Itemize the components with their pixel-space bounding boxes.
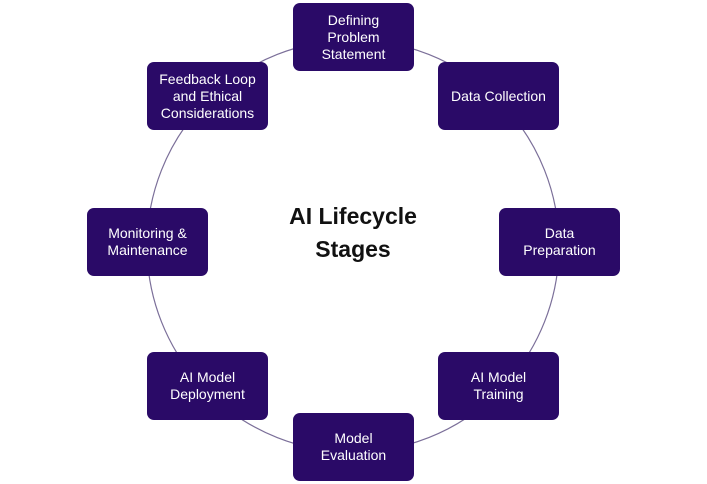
stage-defining-problem-statement: Defining Problem Statement <box>293 3 414 71</box>
stage-data-collection: Data Collection <box>438 62 559 130</box>
stage-ai-model-training: AI Model Training <box>438 352 559 420</box>
stage-monitoring-maintenance: Monitoring & Maintenance <box>87 208 208 276</box>
stage-ai-model-deployment: AI Model Deployment <box>147 352 268 420</box>
stage-feedback-loop-ethical: Feedback Loop and Ethical Considerations <box>147 62 268 130</box>
stage-data-preparation: Data Preparation <box>499 208 620 276</box>
center-title: AI Lifecycle Stages <box>289 203 417 262</box>
stage-model-evaluation: Model Evaluation <box>293 413 414 481</box>
